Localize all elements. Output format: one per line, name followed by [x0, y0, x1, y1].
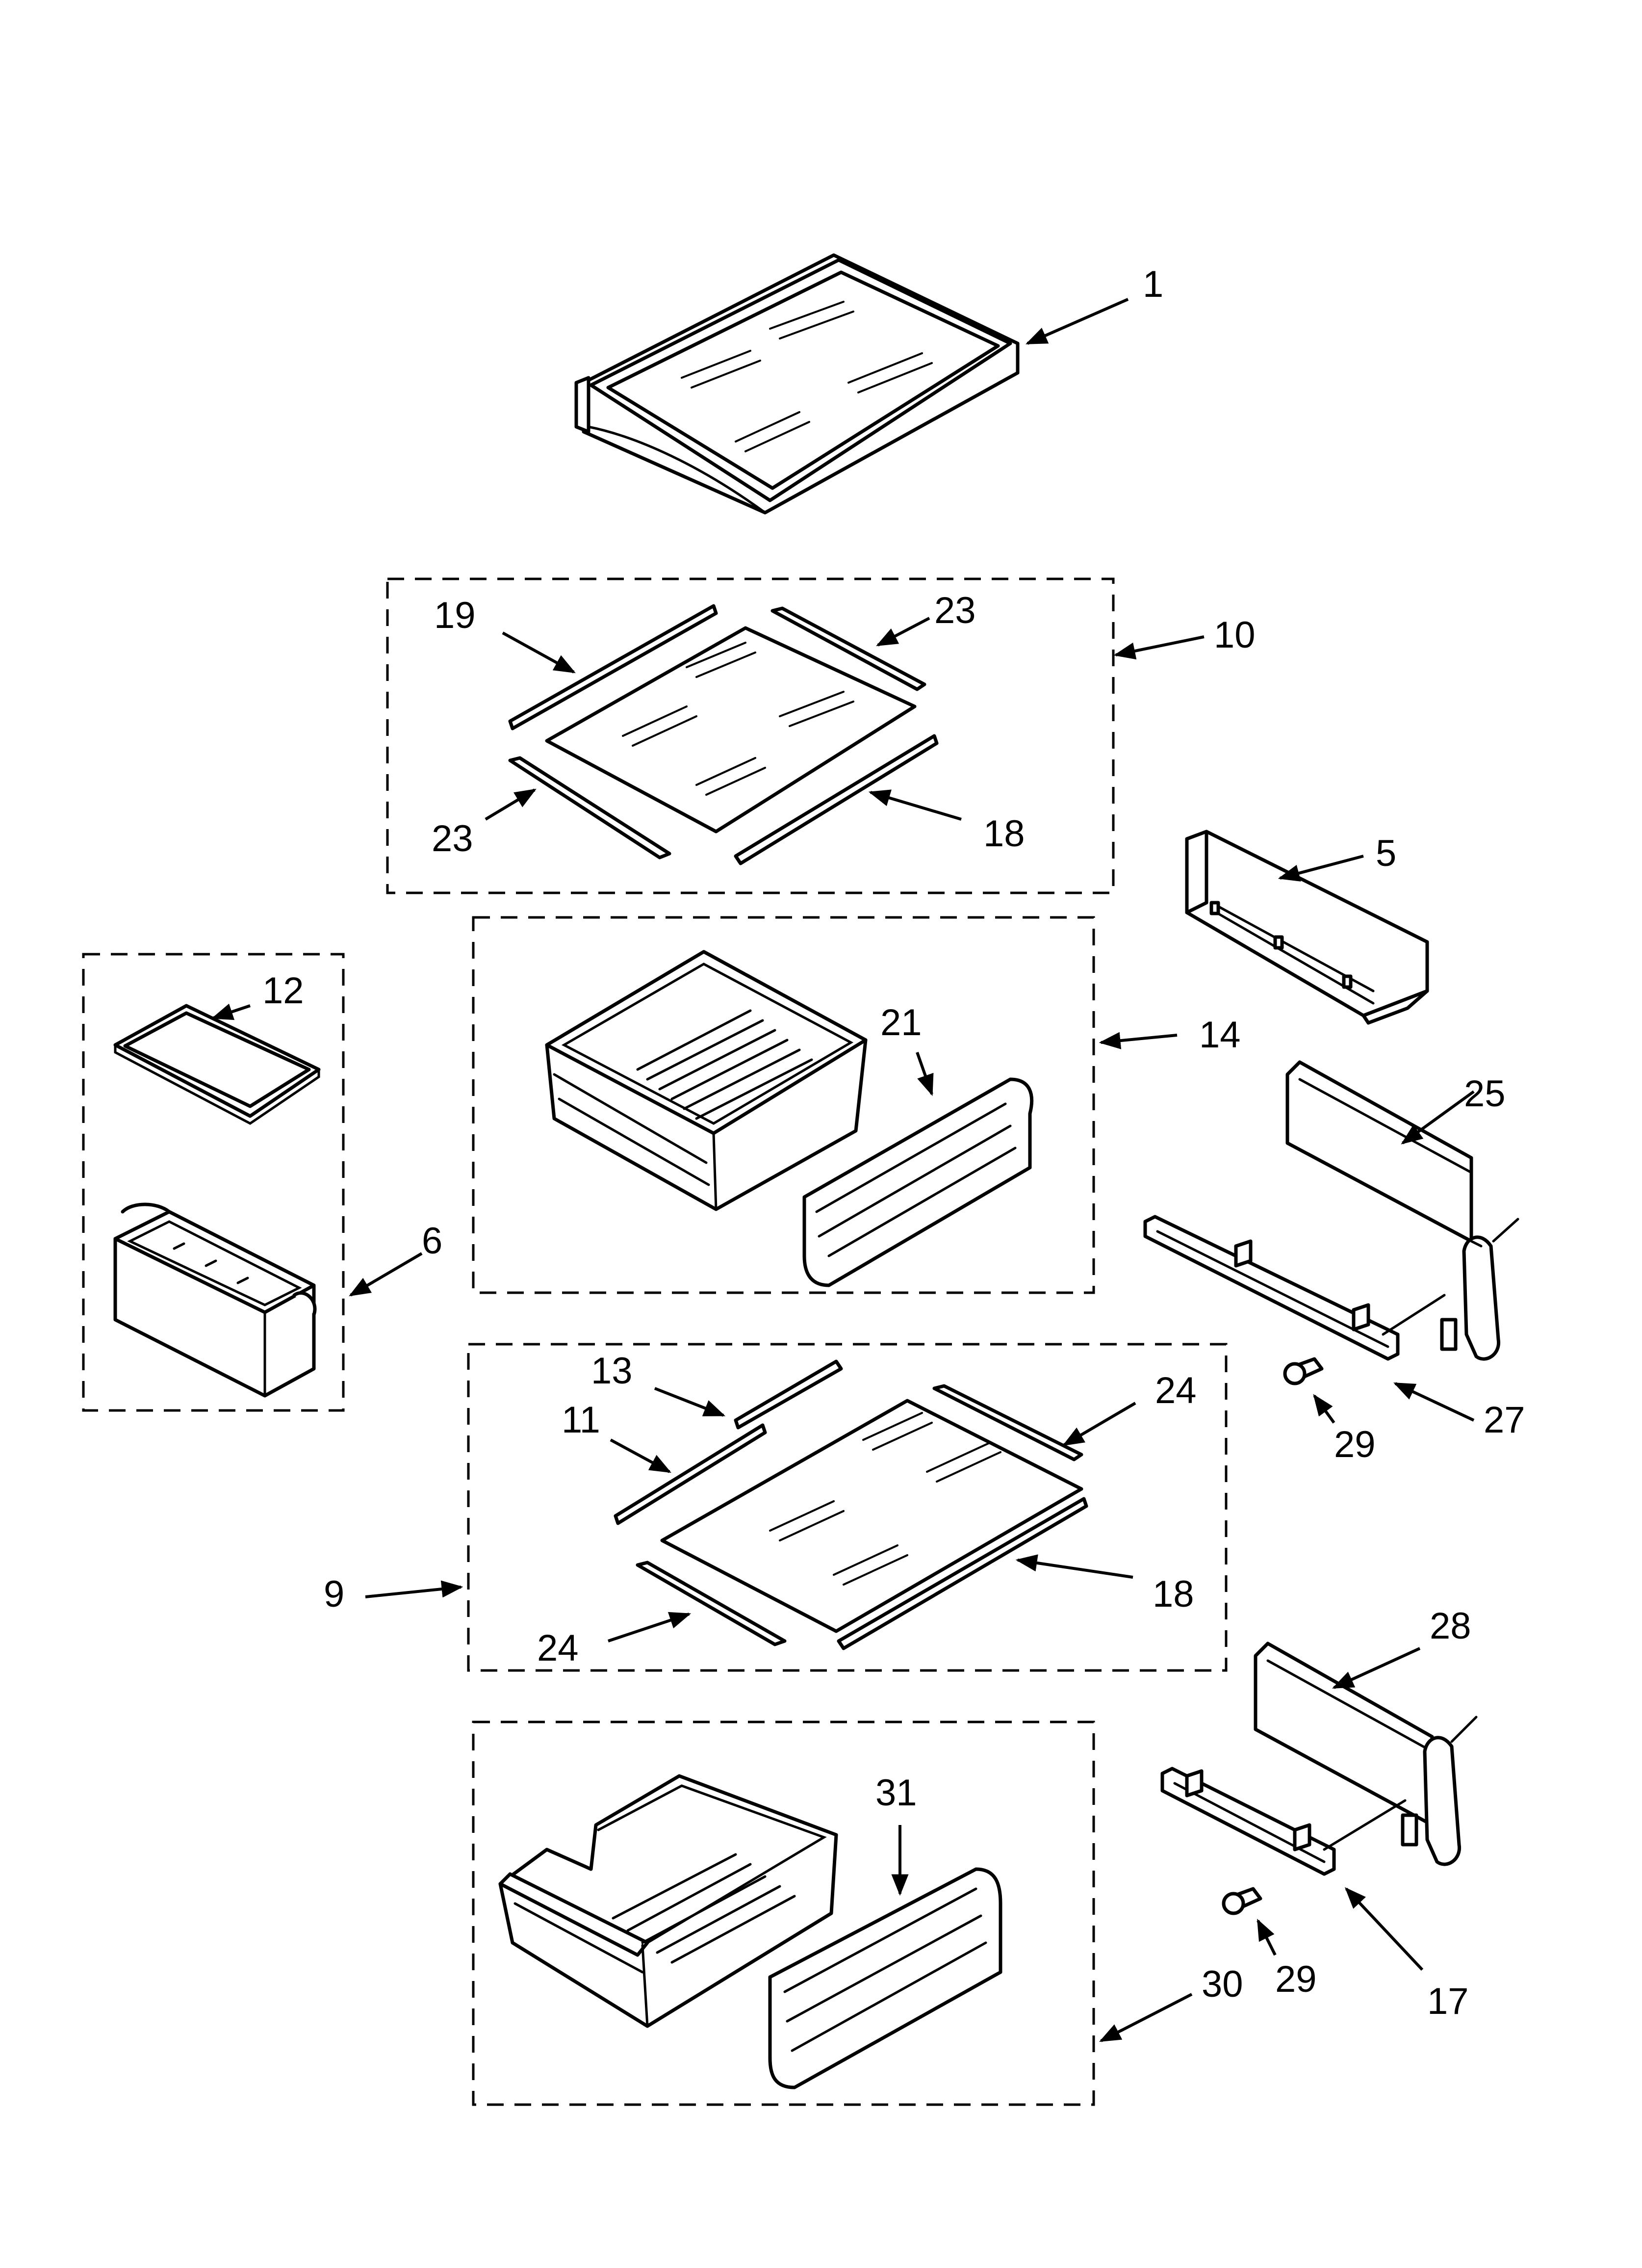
- callout-11: 11: [562, 1399, 600, 1441]
- trim-13: [734, 1359, 843, 1430]
- trim-23-lower: [508, 756, 671, 860]
- upper-crisper-front-21: [802, 1077, 1034, 1287]
- callout-17: 17: [1427, 1981, 1469, 2022]
- callout-1: 1: [1143, 263, 1163, 305]
- kit-box-10: [386, 577, 1115, 894]
- callout-13: 13: [591, 1350, 633, 1392]
- cover-support-5: [1185, 830, 1429, 1025]
- kit-box-30: [472, 1721, 1095, 2106]
- callout-28: 28: [1430, 1605, 1471, 1647]
- utility-bin-6: [113, 1202, 317, 1398]
- trim-18-lower: [837, 1497, 1088, 1650]
- callout-21: 21: [880, 1002, 922, 1043]
- drawer-slide-28: [1254, 1642, 1478, 1866]
- callout-29-lower: 29: [1275, 1958, 1317, 2000]
- utility-bin-lid-12: [113, 1004, 321, 1125]
- callout-29-upper: 29: [1334, 1424, 1376, 1465]
- trim-18-upper: [734, 734, 939, 865]
- callout-labels: 1 10 19 23 23 18 5 12 14 21 25 6 13 11 2…: [262, 263, 1525, 2022]
- upper-crisper-pan: [545, 950, 868, 1211]
- lower-crisper-pan: [498, 1774, 838, 2028]
- top-shelf-assembly: [574, 253, 1020, 515]
- callout-18-upper: 18: [983, 813, 1025, 855]
- callout-19: 19: [434, 595, 476, 636]
- screw-29-upper: [1283, 1357, 1324, 1385]
- callout-25: 25: [1464, 1073, 1506, 1115]
- lower-glass-panel: [660, 1399, 1083, 1633]
- trim-24-lower: [636, 1561, 787, 1646]
- callout-24-upper: 24: [1155, 1370, 1197, 1411]
- callout-24-lower: 24: [537, 1627, 579, 1669]
- drawer-rail-27: [1143, 1215, 1446, 1361]
- callout-23-lower: 23: [432, 818, 473, 860]
- callout-12: 12: [262, 970, 304, 1012]
- trim-11: [614, 1423, 767, 1525]
- kit-box-14: [472, 916, 1095, 1294]
- upper-glass-panel: [545, 626, 917, 834]
- callout-10: 10: [1214, 614, 1256, 656]
- leader-lines: [211, 298, 1475, 2042]
- drawer-rail-17: [1160, 1767, 1407, 1876]
- callout-31: 31: [875, 1772, 917, 1814]
- screw-29-lower: [1222, 1887, 1262, 1915]
- trim-19: [508, 604, 718, 730]
- callout-6: 6: [422, 1220, 442, 1262]
- trim-24-upper: [932, 1384, 1083, 1461]
- callout-5: 5: [1376, 833, 1396, 874]
- callout-27: 27: [1484, 1399, 1525, 1441]
- callout-14: 14: [1199, 1014, 1241, 1056]
- drawer-slide-25: [1285, 1060, 1519, 1361]
- lower-crisper-front-31: [768, 1867, 1002, 2089]
- callout-18-lower: 18: [1153, 1573, 1194, 1615]
- callout-30: 30: [1202, 1963, 1243, 2005]
- kit-box-9: [467, 1343, 1228, 1672]
- callout-9: 9: [324, 1573, 344, 1615]
- callout-23-upper: 23: [934, 590, 976, 631]
- trim-23-upper: [770, 606, 926, 691]
